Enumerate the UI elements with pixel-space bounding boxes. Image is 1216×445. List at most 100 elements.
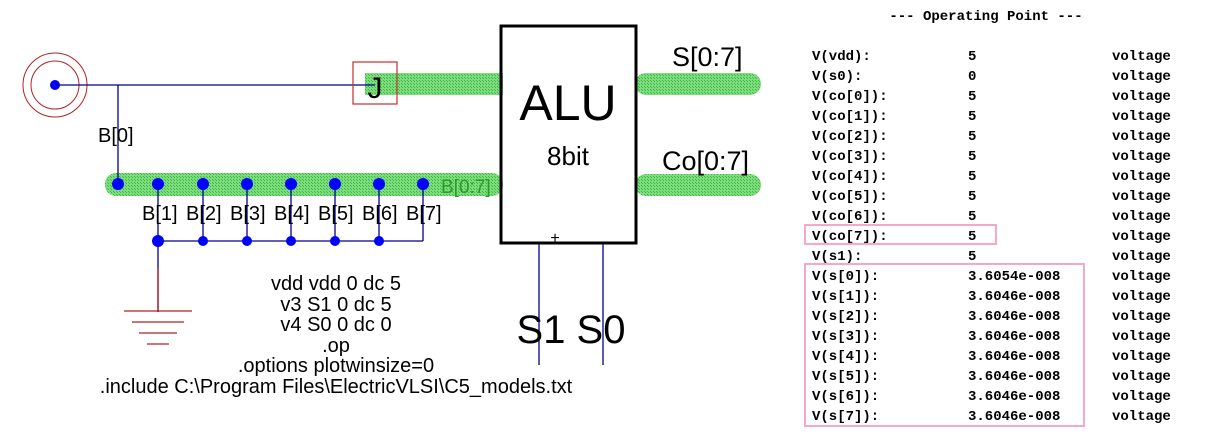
op-row-name: V(s[7]):: [812, 409, 879, 425]
netlist-line: v3 S1 0 dc 5: [280, 294, 391, 316]
node[interactable]: [373, 178, 385, 190]
ground-icon[interactable]: [124, 268, 192, 345]
op-row-value: 5: [968, 189, 976, 205]
op-row-value: 5: [968, 229, 976, 245]
op-row-value: 5: [968, 249, 976, 265]
op-row-value: 5: [968, 89, 976, 105]
b-bus-label: B[0:7]: [441, 177, 491, 198]
nodes: [112, 178, 429, 247]
op-row-type: voltage: [1112, 209, 1171, 225]
op-row-type: voltage: [1112, 389, 1171, 405]
node[interactable]: [286, 236, 296, 246]
node[interactable]: [417, 178, 429, 190]
op-row-name: V(co[4]):: [812, 169, 888, 185]
op-row-type: voltage: [1112, 189, 1171, 205]
node[interactable]: [241, 178, 253, 190]
op-row-type: voltage: [1112, 229, 1171, 245]
node[interactable]: [152, 235, 164, 247]
alu-block[interactable]: [499, 24, 638, 245]
op-row-type: voltage: [1112, 369, 1171, 385]
node[interactable]: [285, 178, 297, 190]
op-row-name: V(s[6]):: [812, 389, 879, 405]
bit-label: B[6]: [362, 203, 398, 225]
junction-box[interactable]: [352, 61, 398, 105]
op-row-name: V(co[6]):: [812, 209, 888, 225]
op-row-value: 5: [968, 169, 976, 185]
input-bus-a[interactable]: [365, 73, 503, 95]
op-row-type: voltage: [1112, 69, 1171, 85]
op-row-type: voltage: [1112, 169, 1171, 185]
op-row-value: 3.6046e-008: [968, 369, 1060, 385]
wires: [55, 84, 604, 365]
op-row-name: V(s[4]):: [812, 349, 879, 365]
op-row-value: 5: [968, 49, 976, 65]
junction-label: J: [368, 72, 383, 105]
op-row-value: 5: [968, 149, 976, 165]
op-row-value: 3.6046e-008: [968, 329, 1060, 345]
carry-bus[interactable]: [635, 174, 761, 196]
op-row-name: V(co[1]):: [812, 109, 888, 125]
op-row-name: V(s[5]):: [812, 369, 879, 385]
bit-label: B[5]: [318, 203, 354, 225]
op-row-name: V(vdd):: [812, 49, 871, 65]
bit-label: B[7]: [406, 203, 442, 225]
bit-label: B[2]: [186, 203, 222, 225]
sum-bus[interactable]: [635, 73, 761, 95]
node[interactable]: [242, 236, 252, 246]
op-row-type: voltage: [1112, 109, 1171, 125]
node[interactable]: [152, 178, 164, 190]
op-row-type: voltage: [1112, 249, 1171, 265]
op-row-type: voltage: [1112, 269, 1171, 285]
plus-mark: +: [550, 230, 559, 247]
op-row-type: voltage: [1112, 289, 1171, 305]
op-row-type: voltage: [1112, 309, 1171, 325]
alu-subtitle: 8bit: [547, 141, 590, 171]
netlist-line: .include C:\Program Files\ElectricVLSI\C…: [100, 376, 573, 398]
op-row-name: V(s[1]):: [812, 289, 879, 305]
op-row-name: V(s0):: [812, 69, 862, 85]
op-row-value: 5: [968, 209, 976, 225]
op-title: --- Operating Point ---: [889, 9, 1082, 25]
op-row-name: V(s1):: [812, 249, 862, 265]
op-row-value: 5: [968, 109, 976, 125]
bit-label: B[3]: [230, 203, 266, 225]
op-row-value: 3.6046e-008: [968, 409, 1060, 425]
op-row-name: V(co[3]):: [812, 149, 888, 165]
op-row-value: 3.6046e-008: [968, 389, 1060, 405]
op-row-value: 0: [968, 69, 976, 85]
node[interactable]: [112, 178, 124, 190]
bit-labels: B[1] B[2] B[3] B[4] B[5] B[6] B[7]: [142, 203, 442, 225]
netlist-line: v4 S0 0 dc 0: [280, 314, 391, 336]
highlight-co7: [804, 224, 997, 245]
op-row-value: 3.6054e-008: [968, 269, 1060, 285]
op-row-name: V(co[7]):: [812, 229, 888, 245]
op-row-type: voltage: [1112, 349, 1171, 365]
op-row-type: voltage: [1112, 409, 1171, 425]
node[interactable]: [198, 236, 208, 246]
netlist-line: vdd vdd 0 dc 5: [271, 273, 401, 295]
b0-label: B[0]: [98, 125, 134, 147]
bit-label: B[4]: [274, 203, 310, 225]
op-row-type: voltage: [1112, 149, 1171, 165]
node[interactable]: [197, 178, 209, 190]
node[interactable]: [374, 236, 384, 246]
netlist: vdd vdd 0 dc 5 v3 S1 0 dc 5 v4 S0 0 dc 0…: [100, 273, 573, 398]
op-row-name: V(s[2]):: [812, 309, 879, 325]
op-row-value: 5: [968, 129, 976, 145]
op-row-name: V(co[5]):: [812, 189, 888, 205]
select-label: S1 S0: [517, 308, 626, 352]
op-row-type: voltage: [1112, 129, 1171, 145]
op-row-name: V(co[0]):: [812, 89, 888, 105]
op-row-name: V(s[0]):: [812, 269, 879, 285]
node[interactable]: [330, 236, 340, 246]
op-row-value: 3.6046e-008: [968, 309, 1060, 325]
op-row-value: 3.6046e-008: [968, 349, 1060, 365]
carry-bus-label: Co[0:7]: [662, 146, 749, 176]
op-row-name: V(co[2]):: [812, 129, 888, 145]
highlight-sum-bits: [804, 263, 1085, 427]
node[interactable]: [329, 178, 341, 190]
sum-bus-label: S[0:7]: [672, 42, 743, 72]
op-row-type: voltage: [1112, 89, 1171, 105]
